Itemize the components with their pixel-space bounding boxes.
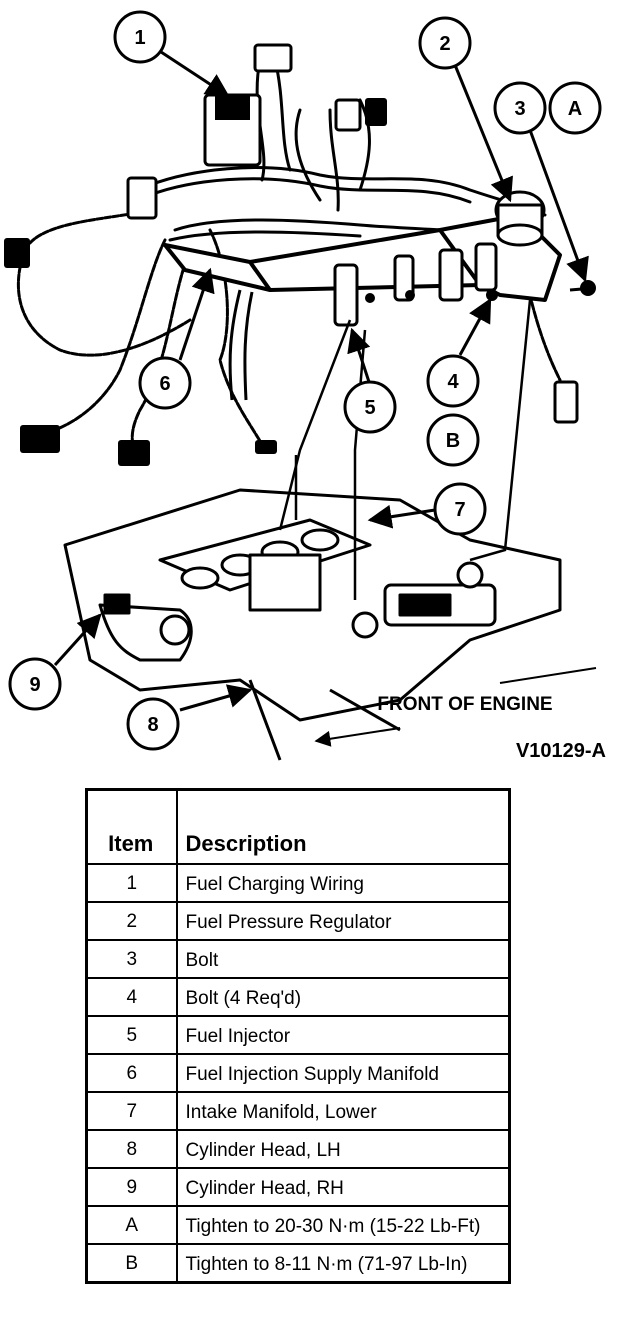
callout-8: 8 xyxy=(126,697,180,751)
item-number: 8 xyxy=(85,1129,178,1169)
callout-9: 9 xyxy=(8,657,62,711)
callout-5-label: 5 xyxy=(364,397,375,419)
engine-block-illustration xyxy=(63,488,562,761)
item-number: 3 xyxy=(85,939,178,979)
item-description: Intake Manifold, Lower xyxy=(175,1091,511,1131)
item-number: 1 xyxy=(85,863,178,903)
callout-A: A xyxy=(548,81,602,135)
callout-7-label: 7 xyxy=(454,499,465,521)
item-number: 7 xyxy=(85,1091,178,1131)
wiring-connectors xyxy=(4,43,579,466)
callout-2-label: 2 xyxy=(439,33,450,55)
item-description: Bolt xyxy=(175,939,511,979)
front-of-engine-indicator: FRONT OF ENGINE xyxy=(314,667,597,747)
item-number: 4 xyxy=(85,977,178,1017)
callout-7: 7 xyxy=(433,482,487,536)
item-column-header: Item xyxy=(85,788,178,865)
callout-2: 2 xyxy=(418,16,472,70)
item-number: B xyxy=(85,1243,178,1284)
fuel-pressure-regulator-illustration xyxy=(494,190,546,247)
front-of-engine-label: FRONT OF ENGINE xyxy=(377,694,552,715)
figure-id: V10129-A xyxy=(516,740,606,762)
item-description: Tighten to 8-11 N·m (71-97 Lb-In) xyxy=(175,1243,511,1284)
callout-9-label: 9 xyxy=(29,674,40,696)
callout-5: 5 xyxy=(343,380,397,434)
fuel-charging-wiring-illustration xyxy=(17,58,562,457)
legend-header-row: Item Description xyxy=(85,788,511,865)
item-description: Bolt (4 Req'd) xyxy=(175,977,511,1017)
item-description: Tighten to 20-30 N·m (15-22 Lb-Ft) xyxy=(175,1205,511,1245)
exploded-view-diagram: 1 2 3 A 4 5 B 6 7 8 9 FRON xyxy=(4,10,606,762)
item-description: Fuel Injector xyxy=(175,1015,511,1055)
item-number: 2 xyxy=(85,901,178,941)
leader-lines xyxy=(278,299,532,600)
item-description: Fuel Pressure Regulator xyxy=(175,901,511,941)
callout-4-label: 4 xyxy=(447,371,459,393)
callout-A-label: A xyxy=(568,98,582,120)
item-number: A xyxy=(85,1205,178,1245)
callout-6: 6 xyxy=(138,356,192,410)
item-description: Cylinder Head, LH xyxy=(175,1129,511,1169)
callout-B-label: B xyxy=(446,430,460,452)
callout-1: 1 xyxy=(113,10,167,64)
item-number: 9 xyxy=(85,1167,178,1207)
callout-1-label: 1 xyxy=(134,27,145,49)
item-description: Fuel Charging Wiring xyxy=(175,863,511,903)
callout-8-label: 8 xyxy=(147,714,158,736)
description-column-header: Description xyxy=(175,788,511,865)
callout-4: 4 xyxy=(426,354,480,408)
callout-6-label: 6 xyxy=(159,373,170,395)
fuel-injectors-illustration xyxy=(333,242,498,327)
item-number: 5 xyxy=(85,1015,178,1055)
bolts-illustration xyxy=(365,280,596,303)
item-number: 6 xyxy=(85,1053,178,1093)
callout-B: B xyxy=(426,413,480,467)
callout-3: 3 xyxy=(493,81,547,135)
callout-3-label: 3 xyxy=(514,98,525,120)
item-description: Cylinder Head, RH xyxy=(175,1167,511,1207)
callouts xyxy=(53,48,589,712)
item-description: Fuel Injection Supply Manifold xyxy=(175,1053,511,1093)
